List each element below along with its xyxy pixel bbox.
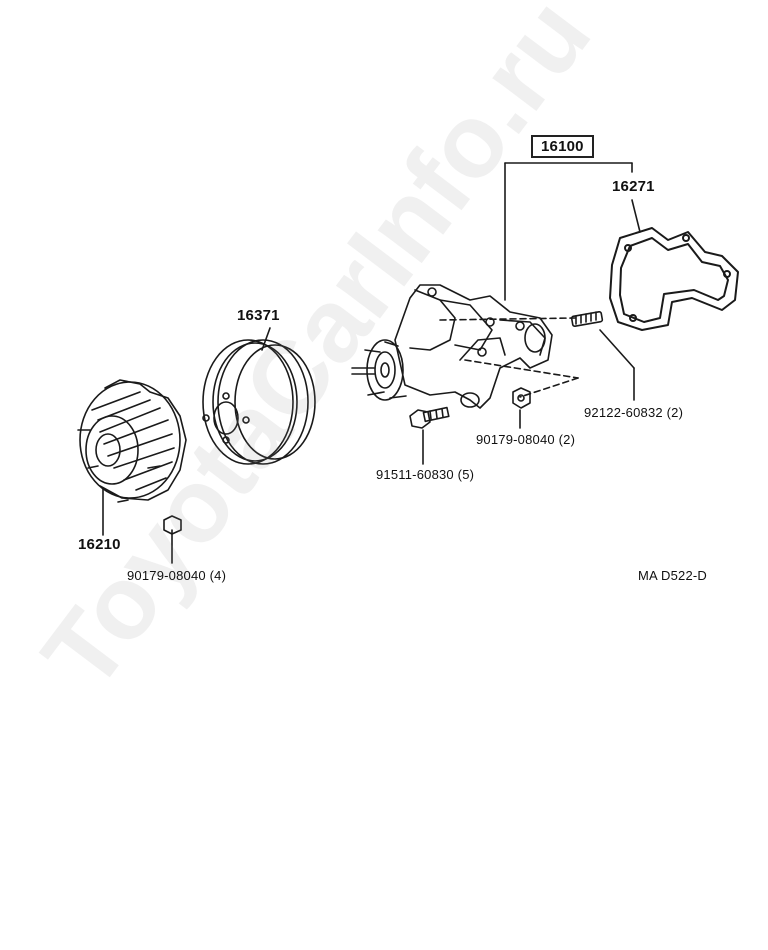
label-bolt[interactable]: 91511-60830 (5): [376, 467, 475, 482]
label-gasket[interactable]: 16271: [612, 178, 655, 195]
nut-90179-coupling: [163, 515, 182, 535]
leader-lines: [102, 162, 641, 564]
fan-coupling-16210: [77, 379, 187, 503]
bolt-91511: [409, 406, 450, 429]
diagram-code: MA D522-D: [638, 568, 707, 583]
label-water-pump-assy[interactable]: 16100: [531, 135, 594, 158]
label-fan-coupling[interactable]: 16210: [78, 536, 121, 553]
label-nut-pump[interactable]: 90179-08040 (2): [476, 432, 576, 447]
pulley-16371: [202, 339, 316, 465]
nut-90179-pump: [512, 387, 531, 409]
gasket-16271: [609, 227, 739, 331]
label-pulley[interactable]: 16371: [237, 307, 280, 324]
label-stud-bolt[interactable]: 92122-60832 (2): [584, 405, 684, 420]
stud-bolt-92122: [570, 310, 604, 328]
water-pump-16100: [351, 284, 553, 409]
label-nut-coupling[interactable]: 90179-08040 (4): [127, 568, 227, 583]
